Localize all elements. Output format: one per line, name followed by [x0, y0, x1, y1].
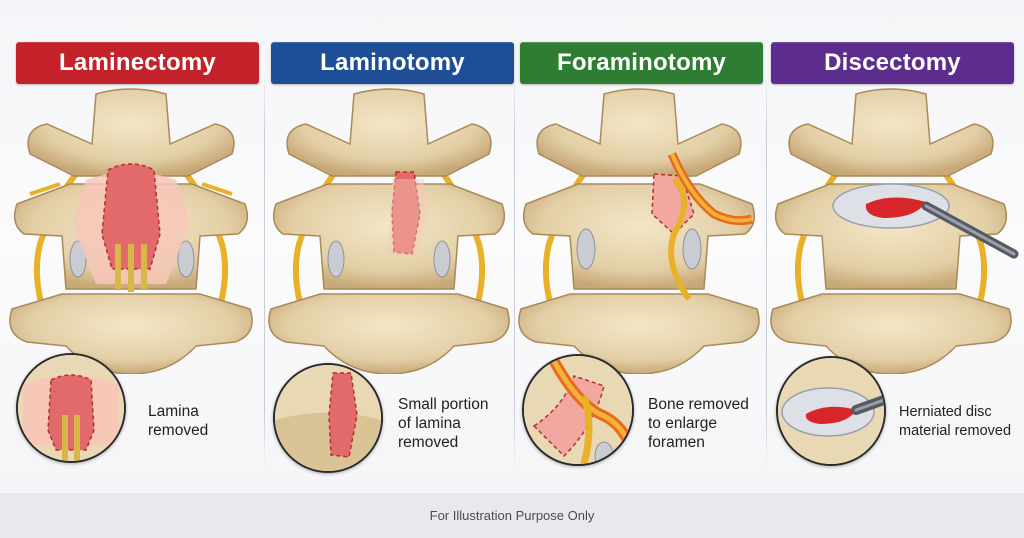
spine-laminectomy-illustration	[9, 88, 253, 374]
foraminotomy-caption: Bone removed to enlarge foramen	[648, 396, 749, 451]
foraminotomy-header: Foraminotomy	[520, 42, 763, 84]
panel-divider	[264, 72, 265, 470]
laminectomy-detail-inset	[16, 353, 126, 463]
panel-divider	[514, 72, 515, 470]
laminotomy-caption: Small portion of lamina removed	[398, 396, 489, 451]
spine-laminotomy-illustration	[268, 88, 510, 374]
footer-text: For Illustration Purpose Only	[429, 508, 595, 523]
panel-laminotomy: Laminotomy Small portion	[264, 0, 514, 492]
panel-discectomy: Discectomy	[766, 0, 1024, 492]
footer-disclaimer: For Illustration Purpose Only	[0, 493, 1024, 538]
laminectomy-title: Laminectomy	[59, 49, 216, 76]
foraminotomy-title: Foraminotomy	[556, 49, 727, 76]
discectomy-caption: Herniated disc material removed	[899, 404, 1012, 439]
laminotomy-header: Laminotomy	[271, 42, 514, 84]
laminectomy-caption: Lamina removed	[148, 403, 209, 439]
discectomy-header: Discectomy	[771, 42, 1014, 84]
laminotomy-title: Laminotomy	[320, 49, 465, 76]
foraminotomy-detail-inset	[522, 354, 634, 466]
panel-laminectomy: Laminectomy	[0, 0, 262, 492]
laminotomy-detail-inset	[273, 363, 383, 473]
panel-foraminotomy: Foraminotomy	[514, 0, 766, 492]
spine-foraminotomy-illustration	[518, 88, 760, 374]
procedure-panels: Laminectomy	[0, 0, 1024, 492]
discectomy-title: Discectomy	[824, 49, 961, 76]
panel-divider	[766, 72, 767, 470]
laminectomy-header: Laminectomy	[16, 42, 259, 84]
spine-discectomy-illustration	[770, 88, 1019, 374]
discectomy-detail-inset	[776, 356, 886, 466]
